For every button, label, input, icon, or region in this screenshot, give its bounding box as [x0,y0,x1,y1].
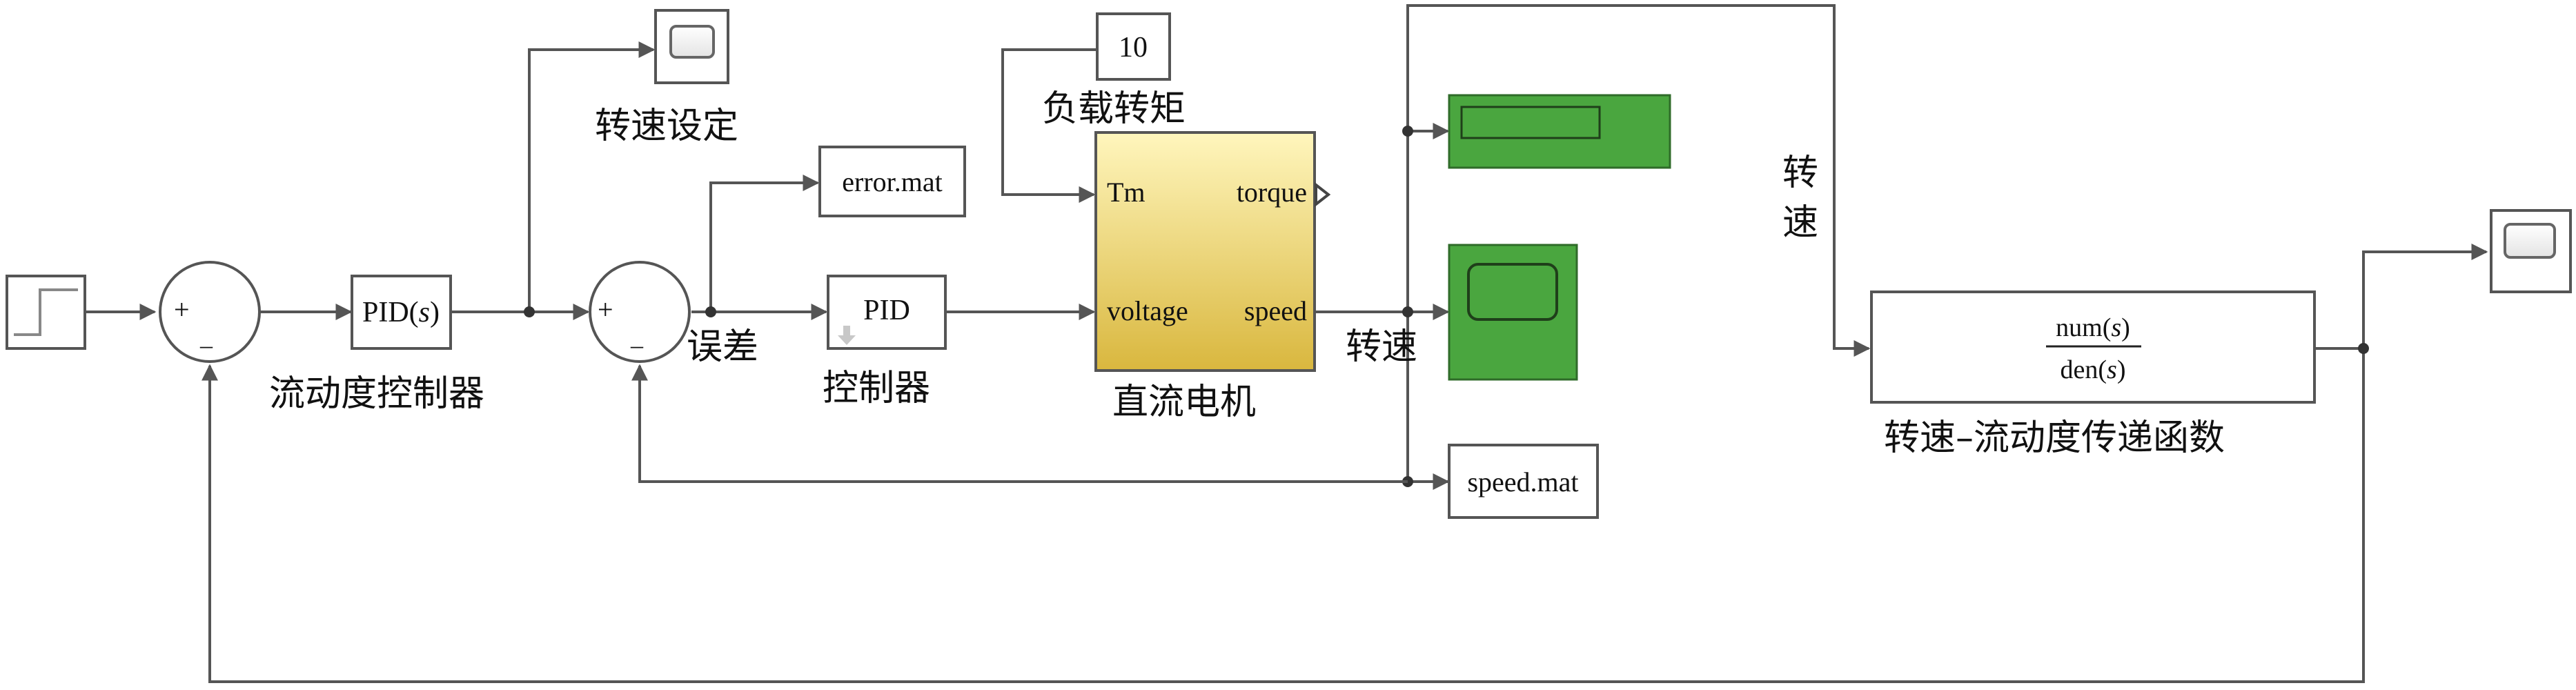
motor-port-speed: speed [1244,295,1307,326]
scope-icon [669,25,715,59]
tf-caption: 转速–流动度传递函数 [1884,417,2225,459]
speed-signal-caption: 转速 [1346,326,1417,368]
transfer-function-block[interactable]: num(s) den(s) [1870,290,2316,404]
error-file-frame [818,146,966,217]
display-readout [1460,106,1601,139]
pid-flow-block[interactable]: PID(s) [351,275,452,350]
dc-motor-caption: 直流电机 [1112,382,1256,423]
sum-minus-sign: – [630,331,644,359]
speed-file-label: speed.mat [1467,466,1578,497]
error-file-label: error.mat [842,166,943,197]
speed-vertical-caption-1: 转 [1782,152,1818,194]
branch-point [1402,306,1413,317]
wire-outer-feedback [201,348,2365,683]
branch-point [524,306,535,317]
tuning-arrow-icon [838,326,856,345]
motor-port-voltage: voltage [1107,295,1188,326]
signal-lines [86,4,2488,683]
sum-plus-sign: + [598,294,613,325]
pid-speed-block[interactable]: PID [827,275,947,350]
wire-speed-to-display [1406,123,1450,312]
sum-circle [589,261,691,363]
sum-minus-sign: – [199,331,213,359]
sum-circle [159,261,261,363]
pid-flow-label: PID(s) [362,297,440,328]
wire-load-to-motor [1001,48,1097,203]
constant-value: 10 [1119,32,1148,63]
flow-controller-caption: 流动度控制器 [269,373,484,415]
speed-file-block[interactable]: speed.mat [1448,444,1599,519]
torque-output-port [1315,181,1331,208]
speed-scope-block[interactable] [1448,244,1578,381]
speed-file-frame [1448,444,1599,519]
motor-frame [1094,131,1316,372]
wire-speed-to-tf [1406,4,1871,357]
dc-motor-block[interactable]: Tm voltage torque speed [1094,131,1331,372]
sum-block-inner[interactable]: + – [589,261,691,363]
load-constant-block[interactable]: 10 [1096,12,1171,81]
load-torque-caption: 负载转矩 [1042,88,1186,130]
pid-speed-label: PID [863,295,910,326]
scope-icon [2504,223,2556,259]
sum-block-outer[interactable]: + – [159,261,261,363]
motor-port-torque: torque [1237,177,1307,208]
scope-icon [1467,263,1558,321]
motor-port-tm: Tm [1107,177,1146,208]
branch-point [705,306,716,317]
constant-frame [1096,12,1171,81]
step-icon [14,288,78,336]
speed-display-block[interactable] [1448,94,1671,169]
step-block[interactable] [6,275,86,350]
speed-vertical-caption-2: 速 [1782,202,1818,244]
tf-numerator: num(s) [2056,313,2130,342]
sum-plus-sign: + [174,294,190,325]
step-frame [6,275,86,350]
output-scope-block[interactable] [2490,209,2572,293]
error-file-block[interactable]: error.mat [818,146,966,217]
speed-setting-caption: 转速设定 [595,106,738,147]
pid-flow-frame [351,275,452,350]
error-caption: 误差 [687,326,758,368]
wire-to-error-file [709,175,820,312]
setpoint-scope-block[interactable] [654,9,729,84]
controller-caption: 控制器 [823,368,930,409]
tf-denominator: den(s) [2061,355,2126,384]
wire-to-setpoint-scope [528,41,656,312]
branch-point [1402,126,1413,137]
wire-tf-to-scope [2362,244,2488,348]
branch-point [2358,343,2369,354]
wire-speed-feedback [631,364,1408,483]
